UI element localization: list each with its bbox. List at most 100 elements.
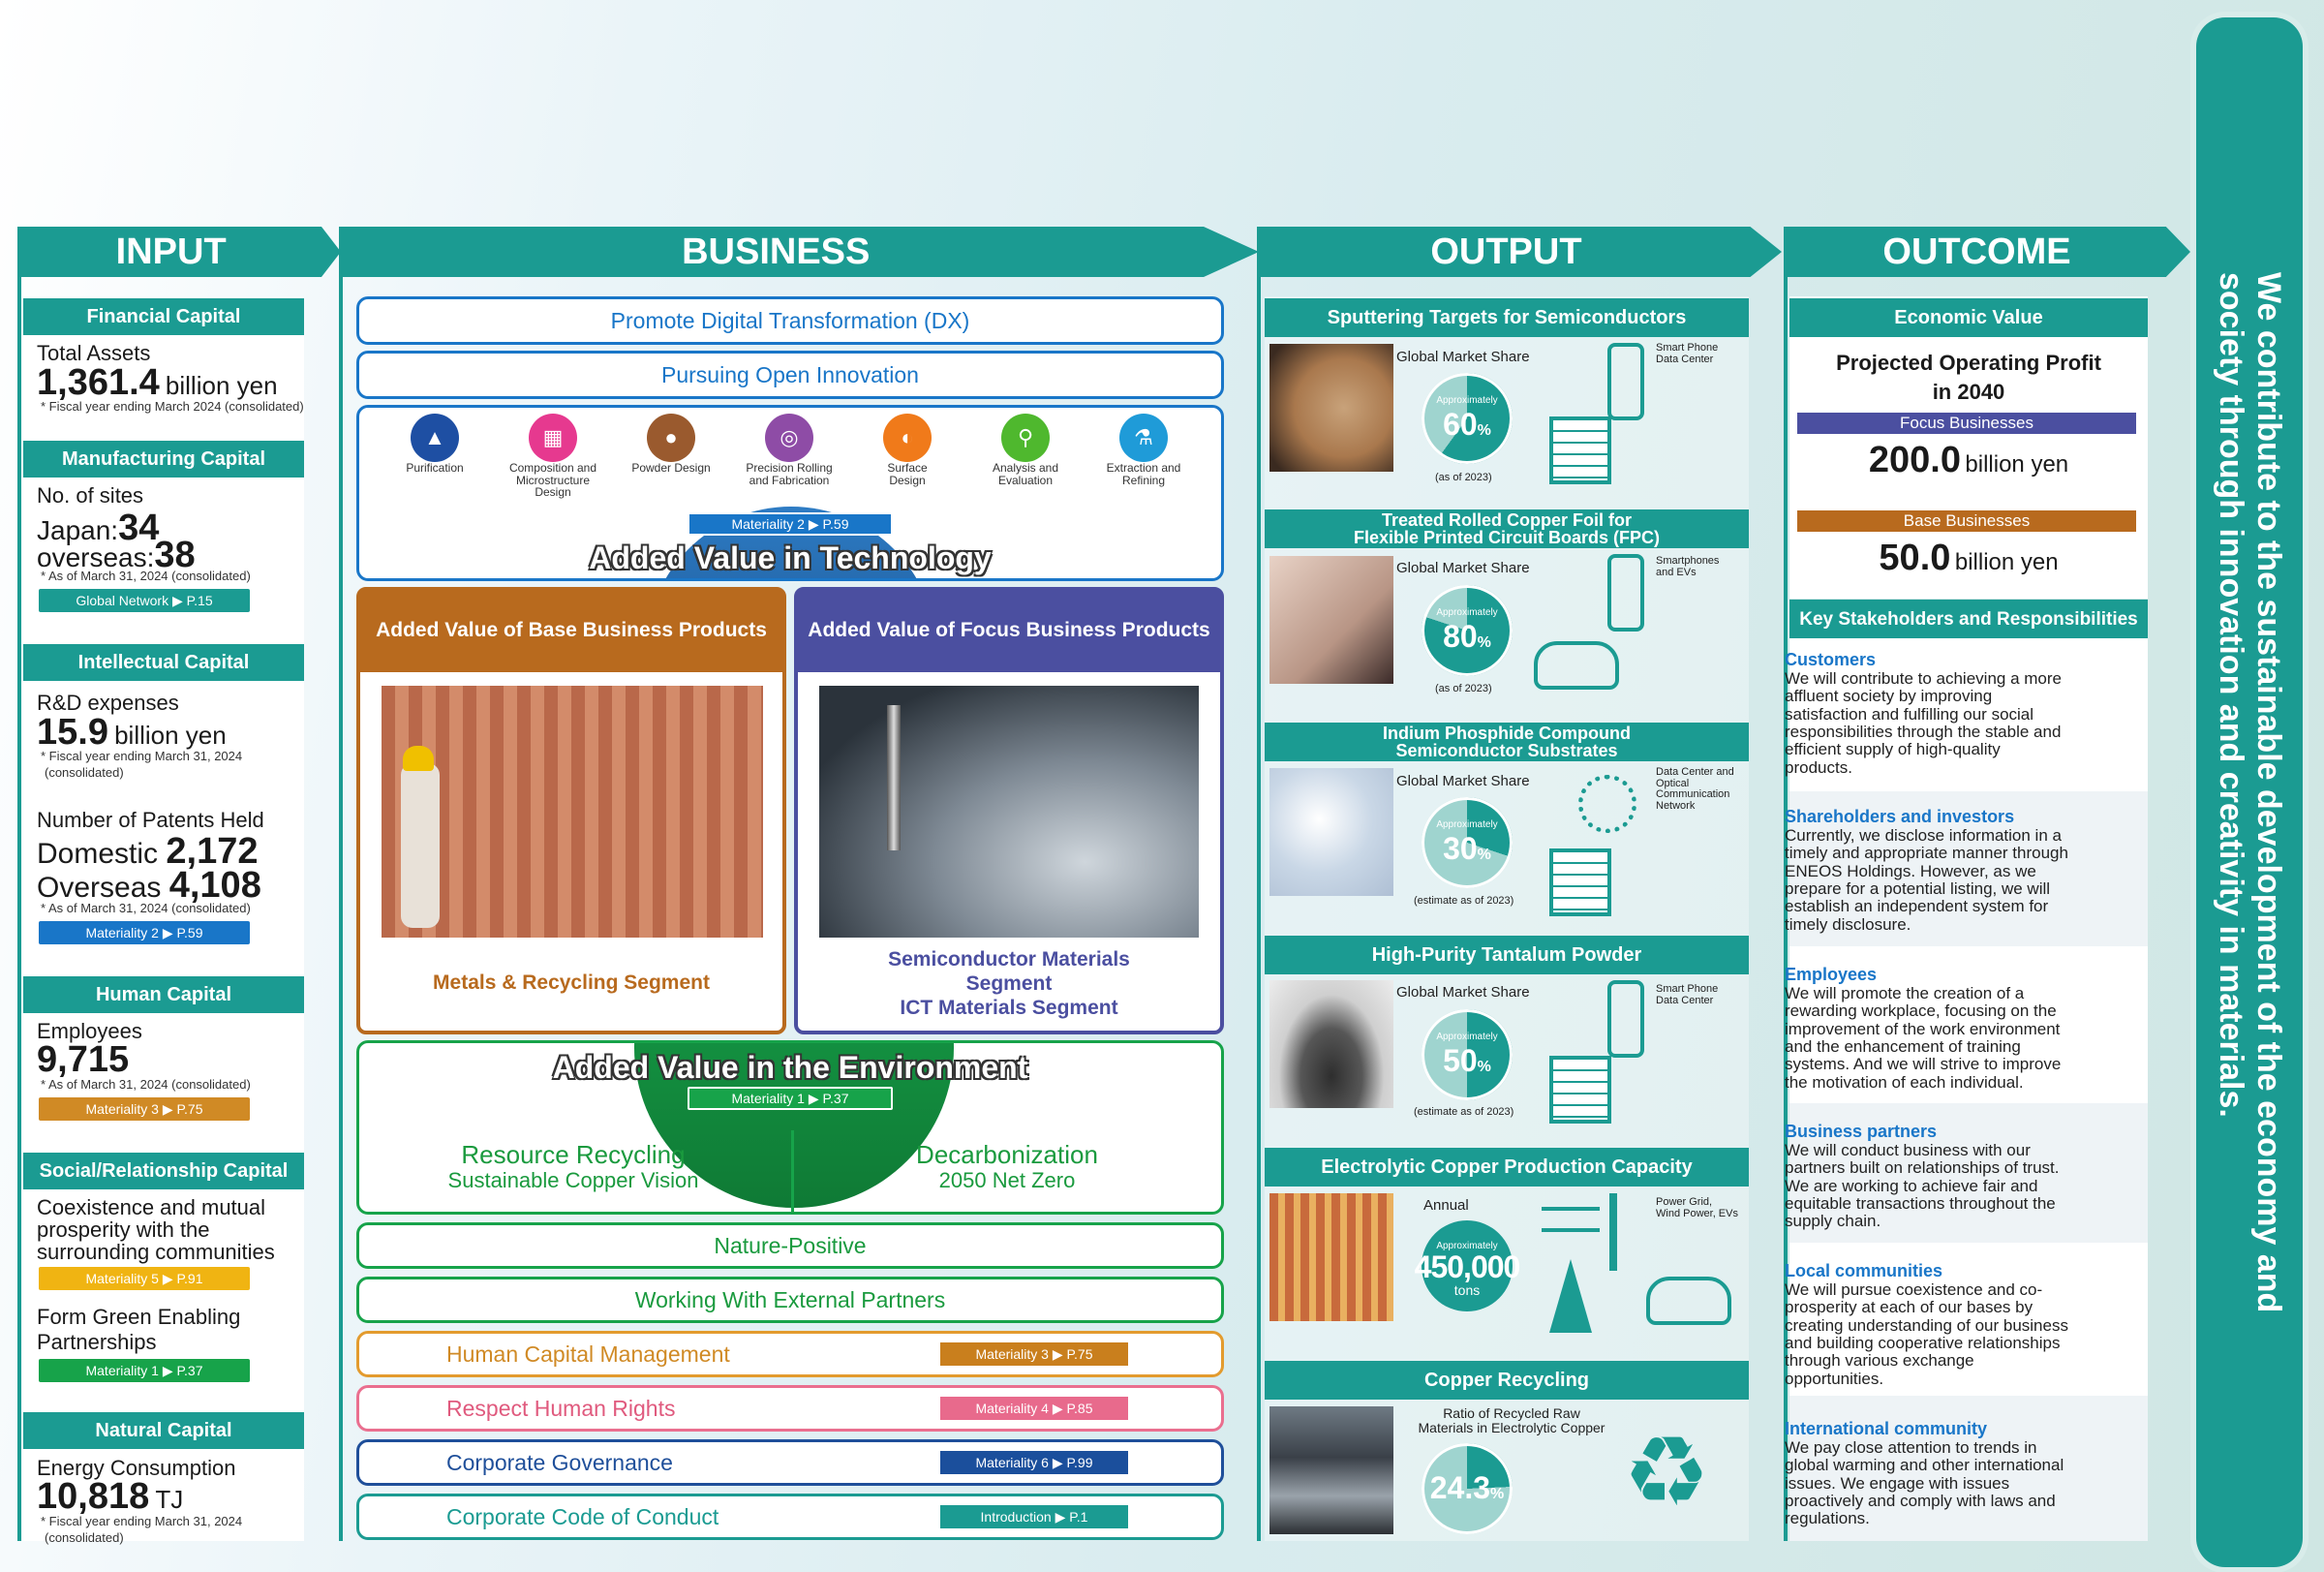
purification-icon: ▲ bbox=[411, 414, 459, 462]
approx-label-1: Approximately bbox=[1436, 607, 1498, 618]
market-share-pie-3 bbox=[1422, 1009, 1513, 1100]
materiality-1-env-link[interactable]: Materiality 1 ▶ P.37 bbox=[688, 1087, 893, 1110]
corporate-governance-row: Corporate Governance Materiality 6 ▶ P.9… bbox=[356, 1439, 1224, 1486]
probe-shape bbox=[887, 705, 901, 850]
gms-label-2: Global Market Share bbox=[1396, 773, 1530, 789]
materiality-2-link[interactable]: Materiality 2 ▶ P.59 bbox=[39, 921, 250, 944]
outcome-border bbox=[1784, 277, 1788, 1541]
smartphone-icon bbox=[1607, 980, 1644, 1058]
recycling-value: 24.3% bbox=[1429, 1470, 1505, 1505]
stakeholder-business-partners: Business partners We will conduct busine… bbox=[1785, 1122, 2060, 1231]
social-text-2: prosperity with the bbox=[37, 1218, 210, 1242]
patents-label: Number of Patents Held bbox=[37, 808, 264, 832]
approx-label-3: Approximately bbox=[1436, 1032, 1498, 1042]
extraction-flask-icon: ⚗ bbox=[1119, 414, 1168, 462]
economic-panel bbox=[1789, 296, 2148, 599]
human-capital-management-row: Human Capital Management Materiality 3 ▶… bbox=[356, 1331, 1224, 1377]
materiality-1-link[interactable]: Materiality 1 ▶ P.37 bbox=[39, 1359, 250, 1382]
copper-cathode-photo bbox=[382, 686, 763, 938]
materiality-6-row-link[interactable]: Materiality 6 ▶ P.99 bbox=[940, 1451, 1128, 1474]
server-icon bbox=[1549, 1056, 1611, 1124]
sites-japan: Japan:34 bbox=[37, 508, 160, 548]
open-innovation-box: Pursuing Open Innovation bbox=[356, 351, 1224, 399]
stakeholder-international-community: International community We pay close att… bbox=[1785, 1419, 2064, 1528]
environment-divider bbox=[791, 1130, 794, 1212]
powder-design-icon: ● bbox=[647, 414, 695, 462]
stakeholder-local-communities: Local communities We will pursue coexist… bbox=[1785, 1261, 2068, 1388]
share-value-3: 50% bbox=[1443, 1043, 1491, 1078]
employees-note: * As of March 31, 2024 (consolidated) bbox=[41, 1077, 251, 1092]
wind-turbine-icon bbox=[1609, 1193, 1617, 1271]
patents-note: * As of March 31, 2024 (consolidated) bbox=[41, 901, 251, 915]
tantalum-title: High-Purity Tantalum Powder bbox=[1265, 936, 1749, 974]
economic-value-title: Economic Value bbox=[1789, 298, 2148, 337]
capacity-circle bbox=[1422, 1220, 1513, 1311]
precision-rolling-icon: ◎ bbox=[765, 414, 813, 462]
environment-box bbox=[356, 1040, 1224, 1215]
manufacturing-capital-title: Manufacturing Capital bbox=[23, 441, 304, 478]
respect-human-rights-row: Respect Human Rights Materiality 4 ▶ P.8… bbox=[356, 1385, 1224, 1432]
semiconductor-target-photo bbox=[819, 686, 1199, 938]
sputtering-title: Sputtering Targets for Semiconductors bbox=[1265, 298, 1749, 337]
capacity-approx: Approximately bbox=[1436, 1241, 1498, 1251]
sites-note: * As of March 31, 2024 (consolidated) bbox=[41, 569, 251, 583]
energy-label: Energy Consumption bbox=[37, 1456, 236, 1480]
materiality-5-link[interactable]: Materiality 5 ▶ P.91 bbox=[39, 1267, 250, 1290]
recycle-icon: ♻ bbox=[1623, 1418, 1710, 1526]
gms-label-3: Global Market Share bbox=[1396, 984, 1530, 1001]
sputtering-target-photo bbox=[1269, 344, 1393, 472]
copper-foil-photo bbox=[1269, 556, 1393, 684]
energy-note-1: * Fiscal year ending March 31, 2024 bbox=[41, 1514, 243, 1528]
total-assets-value: 1,361.4 billion yen bbox=[37, 362, 278, 403]
approx-label-2: Approximately bbox=[1436, 819, 1498, 830]
intellectual-capital-title: Intellectual Capital bbox=[23, 644, 304, 681]
social-text-3: surrounding communities bbox=[37, 1240, 275, 1264]
materiality-2-tech-link[interactable]: Materiality 2 ▶ P.59 bbox=[688, 512, 893, 536]
tantalum-powder-photo bbox=[1269, 980, 1393, 1108]
materiality-3-row-link[interactable]: Materiality 3 ▶ P.75 bbox=[940, 1342, 1128, 1366]
tech-icon-label-2: Powder Design bbox=[631, 461, 711, 475]
external-partners-box: Working With External Partners bbox=[356, 1277, 1224, 1323]
business-border bbox=[339, 277, 343, 1541]
helmet-shape bbox=[403, 746, 434, 771]
row-label: Corporate Code of Conduct bbox=[446, 1503, 719, 1529]
rd-label: R&D expenses bbox=[37, 691, 179, 715]
financial-capital-title: Financial Capital bbox=[23, 298, 304, 335]
focus-business-title: Added Value of Focus Business Products bbox=[796, 589, 1222, 672]
vision-text: We contribute to the sustainable develop… bbox=[2213, 271, 2288, 1313]
rd-note-1: * Fiscal year ending March 31, 2024 bbox=[41, 749, 243, 763]
share-note-1: (as of 2023) bbox=[1435, 683, 1492, 694]
introduction-row-link[interactable]: Introduction ▶ P.1 bbox=[940, 1505, 1128, 1528]
input-header: INPUT bbox=[17, 227, 341, 277]
stakeholders-title: Key Stakeholders and Responsibilities bbox=[1789, 600, 2148, 638]
patents-domestic: Domestic 2,172 bbox=[37, 831, 259, 872]
global-network-link[interactable]: Global Network ▶ P.15 bbox=[39, 589, 250, 612]
employees-value: 9,715 bbox=[37, 1039, 130, 1080]
materiality-4-row-link[interactable]: Materiality 4 ▶ P.85 bbox=[940, 1397, 1128, 1420]
employees-label: Employees bbox=[37, 1019, 142, 1043]
materiality-3-link[interactable]: Materiality 3 ▶ P.75 bbox=[39, 1097, 250, 1121]
gms-label-1: Global Market Share bbox=[1396, 560, 1530, 576]
focus-businesses-value: 200.0 billion yen bbox=[1868, 440, 2069, 480]
capacity-title: Electrolytic Copper Production Capacity bbox=[1265, 1148, 1749, 1187]
row-label: Human Capital Management bbox=[446, 1341, 730, 1367]
focus-businesses-label: Focus Businesses bbox=[1797, 413, 2136, 434]
vision-banner bbox=[2196, 17, 2303, 1567]
ev-car-icon bbox=[1534, 641, 1619, 690]
energy-note-2: (consolidated) bbox=[45, 1530, 124, 1545]
social-capital-title: Social/Relationship Capital bbox=[23, 1153, 304, 1189]
stakeholder-shareholders: Shareholders and investors Currently, we… bbox=[1785, 807, 2068, 934]
stakeholder-customers: Customers We will contribute to achievin… bbox=[1785, 650, 2062, 777]
